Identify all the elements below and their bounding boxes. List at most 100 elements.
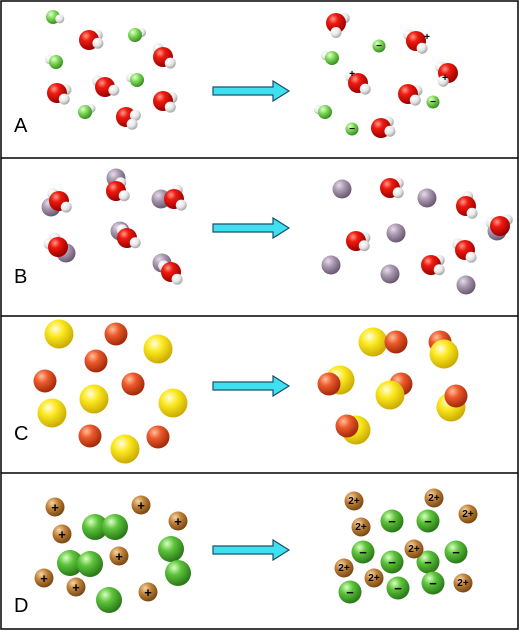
bronze-ion: [458, 504, 478, 524]
green-ion: [386, 576, 410, 600]
water-molecule-icon: [164, 184, 187, 211]
right-arrow-icon: [212, 79, 291, 103]
green-ion: [351, 540, 375, 564]
green-ion: [165, 560, 191, 586]
hcl-molecule-icon: [46, 10, 65, 24]
charge-label: 2+: [348, 496, 360, 507]
bronze-ion: [351, 517, 371, 537]
orange-ion: [335, 414, 359, 438]
bronze-ion: [168, 511, 188, 531]
charge-label: +: [51, 500, 59, 515]
orange-ion: [146, 425, 170, 449]
hydrogen-atom: [171, 273, 183, 285]
bronze-ion: [66, 577, 86, 597]
minus-charge-label: −: [424, 514, 432, 529]
hcl-molecule-icon: [128, 28, 147, 42]
green-ion: [102, 514, 128, 540]
hydrogen-atom: [92, 37, 104, 49]
bronze-ion: [52, 524, 72, 544]
charge-label: 2+: [408, 544, 420, 555]
green-ion: [82, 514, 108, 540]
chloride-ion: [426, 95, 440, 109]
panel-label-d: D: [14, 595, 28, 617]
panel-label-a: A: [14, 115, 28, 137]
water-molecule-icon: [43, 232, 68, 257]
hydrogen-atom: [437, 75, 449, 87]
yellow-ion: [110, 434, 140, 464]
orange-ion: [33, 369, 57, 393]
hydrogen-atom: [330, 27, 342, 38]
water-molecule-icon: [158, 260, 183, 285]
chlorine-atom: [130, 73, 144, 87]
bronze-ion: [404, 539, 424, 559]
hydrogen-atom: [58, 93, 70, 105]
bronze-ion: [424, 488, 444, 508]
yellow-ion: [37, 398, 67, 428]
orange-ion: [84, 349, 108, 373]
hydrogen-atom: [409, 94, 421, 106]
chlorine-atom: [78, 105, 92, 119]
yellow-ion: [158, 388, 188, 418]
hydrogen-atom: [358, 240, 370, 252]
orange-ion: [104, 322, 128, 346]
panel-label-b: B: [14, 266, 27, 288]
charge-label: 2+: [338, 563, 350, 574]
right-arrow-icon: [212, 374, 291, 398]
green-ion: [380, 550, 404, 574]
oxygen-atom: [490, 216, 510, 236]
yellow-ion: [358, 327, 388, 357]
hydrogen-atom: [60, 201, 72, 213]
minus-charge-label: −: [452, 545, 460, 560]
hydrogen-atom: [384, 125, 396, 137]
green-ion: [380, 509, 404, 533]
yellow-ion: [375, 380, 405, 410]
water-molecule-icon: [47, 188, 72, 213]
minus-charge-label: −: [430, 97, 436, 108]
hcl-molecule-icon: [320, 51, 339, 65]
water-molecule-icon: [456, 191, 478, 219]
hydrogen-atom: [55, 14, 65, 24]
bronze-ion: [109, 546, 129, 566]
water-molecule-icon: [452, 238, 477, 263]
green-ion: [444, 540, 468, 564]
hydrogen-atom: [359, 83, 371, 95]
right-arrow-icon: [212, 538, 291, 562]
green-ion: [421, 571, 445, 595]
charge-label: +: [174, 514, 182, 529]
water-molecule-icon: [345, 71, 371, 95]
minus-charge-label: −: [394, 581, 402, 596]
water-molecule-icon: [326, 12, 350, 38]
grey-ion: [417, 188, 437, 208]
green-ion: [96, 587, 122, 613]
bronze-ion: [34, 568, 54, 588]
water-molecule-icon: [116, 107, 141, 130]
hydrogen-atom: [416, 42, 428, 54]
chloride-ion: [345, 122, 359, 136]
orange-ion: [78, 424, 102, 448]
water-molecule-icon: [371, 116, 396, 138]
hydrogen-atom: [108, 84, 120, 96]
water-molecule-icon: [116, 224, 141, 249]
oxygen-atom: [48, 237, 68, 257]
water-molecule-icon: [92, 75, 120, 97]
hydrogen-atom: [129, 109, 141, 121]
minus-charge-label: −: [424, 555, 432, 570]
charge-label: +: [137, 498, 145, 513]
water-molecule-icon: [153, 91, 178, 113]
chlorine-atom: [49, 55, 63, 69]
yellow-ion: [44, 319, 74, 349]
bronze-ion: [344, 491, 364, 511]
green-ion: [158, 536, 184, 562]
charge-label: 2+: [462, 509, 474, 520]
hydrogen-atom: [433, 264, 445, 276]
orange-ion: [444, 384, 468, 408]
yellow-ion: [79, 384, 109, 414]
water-molecule-icon: [152, 43, 176, 69]
hydrogen-atom: [164, 57, 176, 69]
water-molecule-icon: [403, 29, 428, 54]
chlorine-atom: [325, 51, 339, 65]
water-molecule-icon: [421, 254, 445, 276]
